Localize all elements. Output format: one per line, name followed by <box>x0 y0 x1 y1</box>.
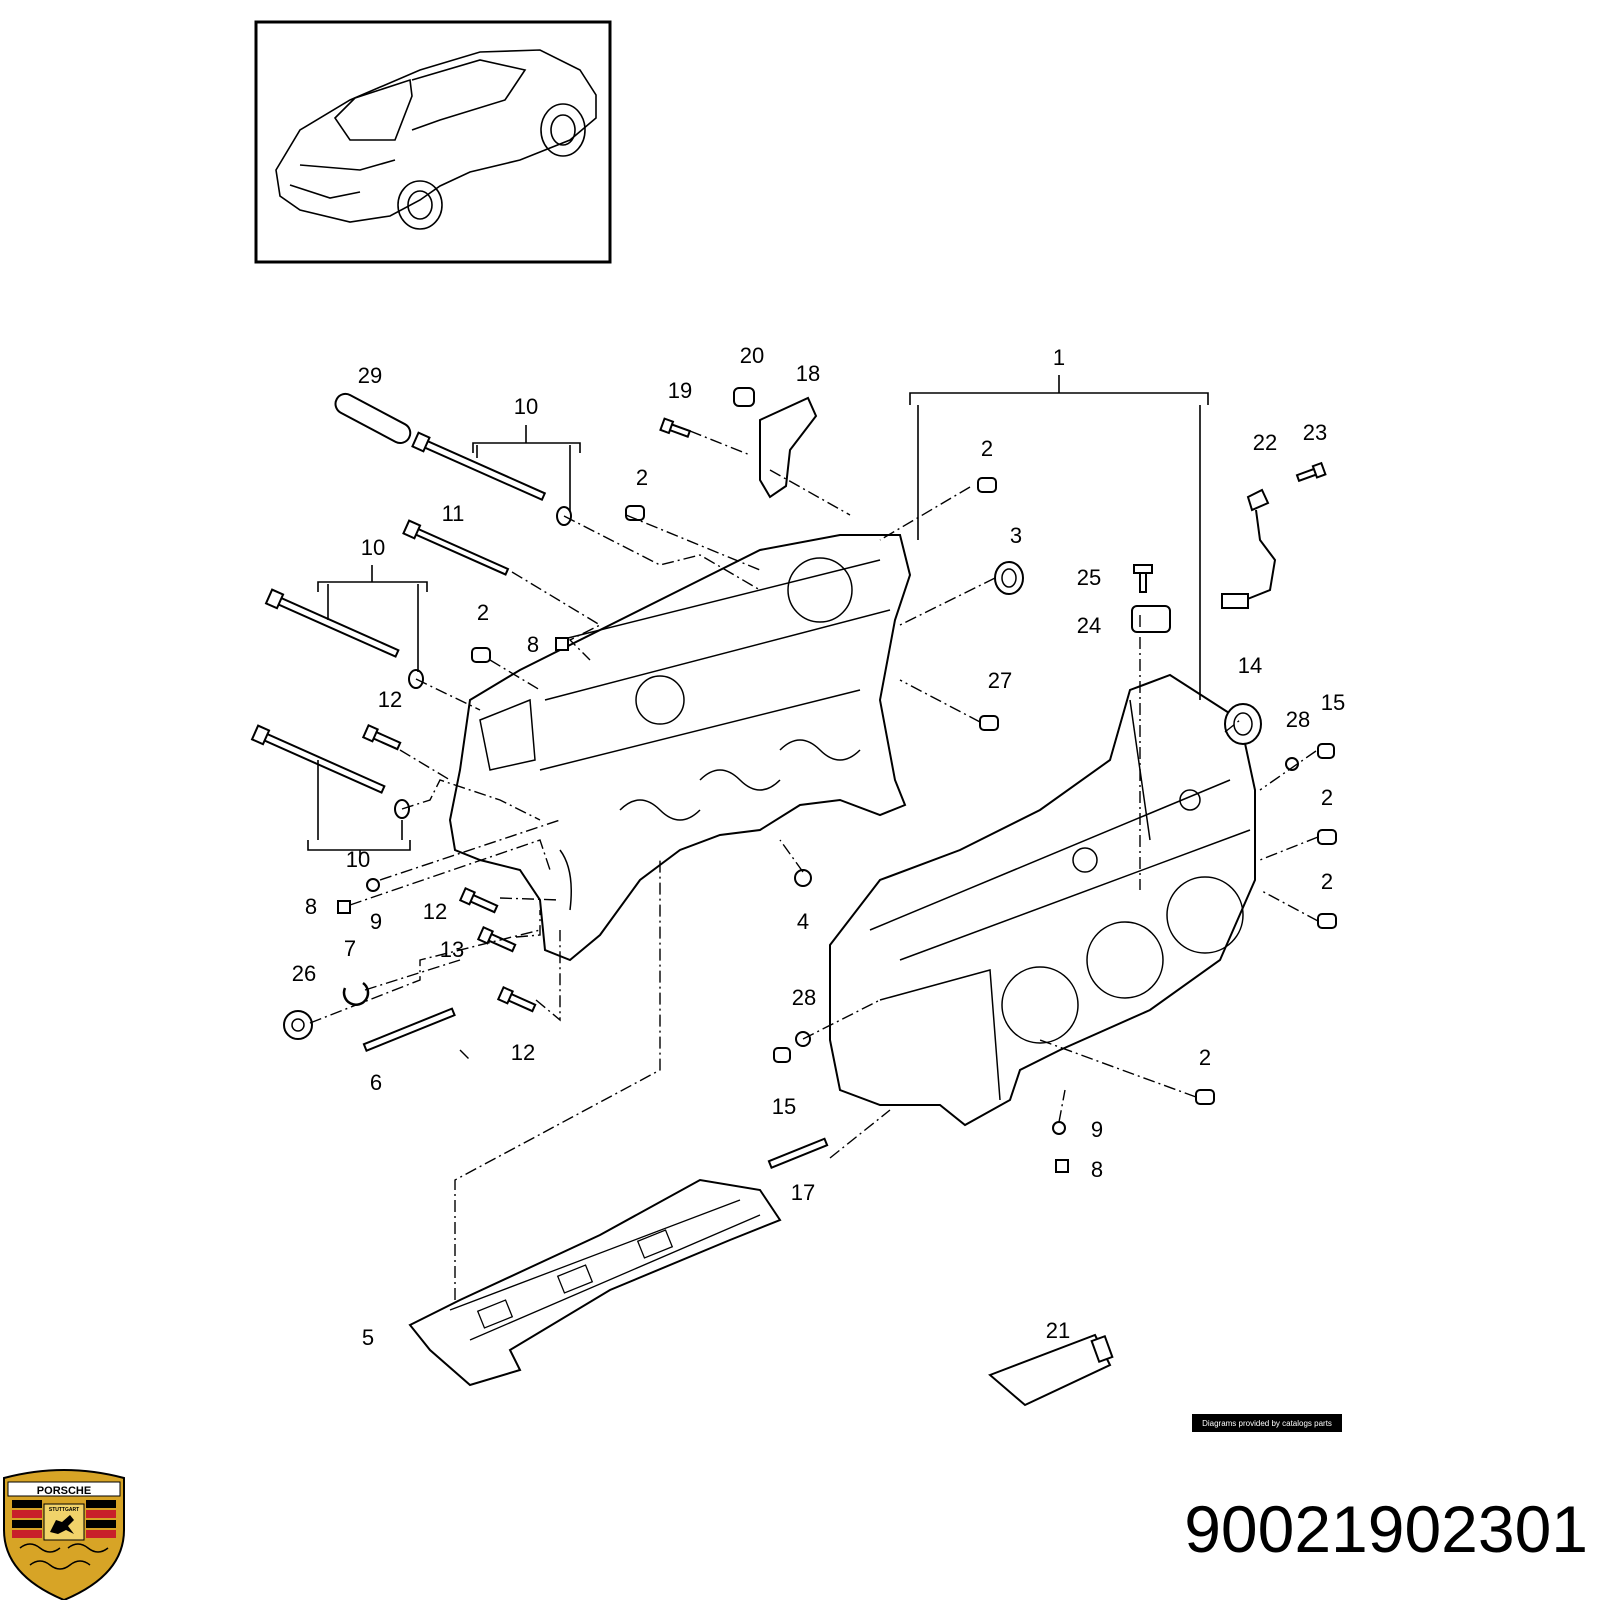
svg-text:PORSCHE: PORSCHE <box>37 1485 91 1497</box>
part-number: 90021902301 <box>1184 1492 1588 1566</box>
callout-10: 10 <box>346 847 370 872</box>
callout-2: 2 <box>636 465 648 490</box>
callout-27: 27 <box>988 668 1012 693</box>
callout-21: 21 <box>1046 1318 1070 1343</box>
callout-25: 25 <box>1077 565 1101 590</box>
callout-8: 8 <box>1091 1157 1103 1182</box>
bedplate <box>408 1178 782 1387</box>
callout-8: 8 <box>305 894 317 919</box>
long-bolt-10 <box>411 431 547 502</box>
callout-17: 17 <box>791 1180 815 1205</box>
callout-23: 23 <box>1303 420 1327 445</box>
callout-15: 15 <box>772 1094 796 1119</box>
callout-15: 15 <box>1321 690 1345 715</box>
callout-2: 2 <box>1321 785 1333 810</box>
callout-28: 28 <box>1286 707 1310 732</box>
callout-18: 18 <box>796 361 820 386</box>
callout-22: 22 <box>1253 430 1277 455</box>
callout-7: 7 <box>344 936 356 961</box>
callout-12: 12 <box>511 1040 535 1065</box>
callout-5: 5 <box>362 1325 374 1350</box>
vehicle-thumbnail <box>254 20 612 264</box>
callout-26: 26 <box>292 961 316 986</box>
callout-13: 13 <box>440 937 464 962</box>
credit-text: Diagrams provided by catalogs parts <box>1202 1419 1332 1428</box>
callout-3: 3 <box>1010 523 1022 548</box>
callout-19: 19 <box>668 378 692 403</box>
callout-10: 10 <box>514 394 538 419</box>
sleeve-29 <box>334 392 412 445</box>
callout-2: 2 <box>1199 1045 1211 1070</box>
brackets <box>307 375 1209 858</box>
callout-2: 2 <box>981 436 993 461</box>
porsche-crest-logo: PORSCHE STUTTGART <box>3 1469 125 1600</box>
svg-text:STUTTGART: STUTTGART <box>49 1507 79 1513</box>
callout-8: 8 <box>527 632 539 657</box>
lead-lines <box>309 430 1319 1300</box>
callout-2: 2 <box>477 600 489 625</box>
callout-24: 24 <box>1077 613 1101 638</box>
callout-4: 4 <box>797 909 809 934</box>
callout-9: 9 <box>370 909 382 934</box>
callout-9: 9 <box>1091 1117 1103 1142</box>
callout-labels: 29 10 19 20 18 1 2 22 23 2 11 3 10 25 2 … <box>292 343 1345 1350</box>
callout-1: 1 <box>1053 345 1065 370</box>
credit-banner: Diagrams provided by catalogs parts <box>1192 1414 1342 1432</box>
callout-12: 12 <box>423 899 447 924</box>
callout-6: 6 <box>370 1070 382 1095</box>
callout-20: 20 <box>740 343 764 368</box>
callout-10: 10 <box>361 535 385 560</box>
callout-12: 12 <box>378 687 402 712</box>
callout-28: 28 <box>792 985 816 1010</box>
callout-11: 11 <box>442 501 465 526</box>
left-crankcase-half <box>448 534 912 962</box>
callout-2: 2 <box>1321 869 1333 894</box>
right-crankcase-half <box>829 673 1256 1127</box>
callout-29: 29 <box>358 363 382 388</box>
callout-14: 14 <box>1238 653 1262 678</box>
